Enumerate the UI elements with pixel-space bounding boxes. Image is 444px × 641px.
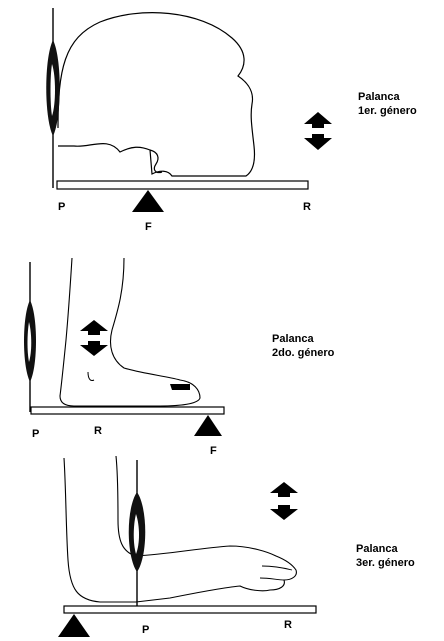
panel-1-caption-line-2: 1er. género xyxy=(358,104,417,118)
panel-3-point-r: R xyxy=(284,618,292,632)
panel-1-point-p: P xyxy=(58,200,65,214)
panel-1-caption-line-1: Palanca xyxy=(358,90,400,104)
upper-arm-back-outline xyxy=(64,458,136,602)
panel-3-point-p: P xyxy=(142,623,149,637)
panel-third-class-lever xyxy=(58,456,316,637)
panel-2-point-r: R xyxy=(94,424,102,438)
panel-2-caption-line-2: 2do. género xyxy=(272,346,334,360)
panel-2-caption-line-1: Palanca xyxy=(272,332,314,346)
up-down-arrows-icon xyxy=(304,112,332,150)
lever-bar xyxy=(31,407,224,414)
panel-3-caption-line-1: Palanca xyxy=(356,542,398,556)
ankle-mark xyxy=(88,372,94,381)
fulcrum-icon xyxy=(194,415,222,436)
panel-1-point-r: R xyxy=(303,200,311,214)
leg-back-outline xyxy=(60,258,74,406)
toe-mark xyxy=(170,384,190,390)
forearm-hand-outline xyxy=(136,546,296,602)
panel-2-point-f: F xyxy=(210,444,217,458)
fulcrum-icon xyxy=(132,190,164,212)
panel-2-point-p: P xyxy=(32,427,39,441)
panel-first-class-lever xyxy=(46,8,332,212)
lever-bar xyxy=(64,606,316,613)
fulcrum-icon xyxy=(58,614,90,637)
up-down-arrows-icon xyxy=(270,482,298,520)
panel-1-point-f: F xyxy=(145,220,152,234)
panel-3-caption-line-2: 3er. género xyxy=(356,556,415,570)
panel-second-class-lever xyxy=(24,258,224,436)
finger-lines xyxy=(260,566,292,580)
up-down-arrows-icon xyxy=(80,320,108,356)
head-outline xyxy=(58,13,255,176)
lever-bar xyxy=(57,181,308,189)
